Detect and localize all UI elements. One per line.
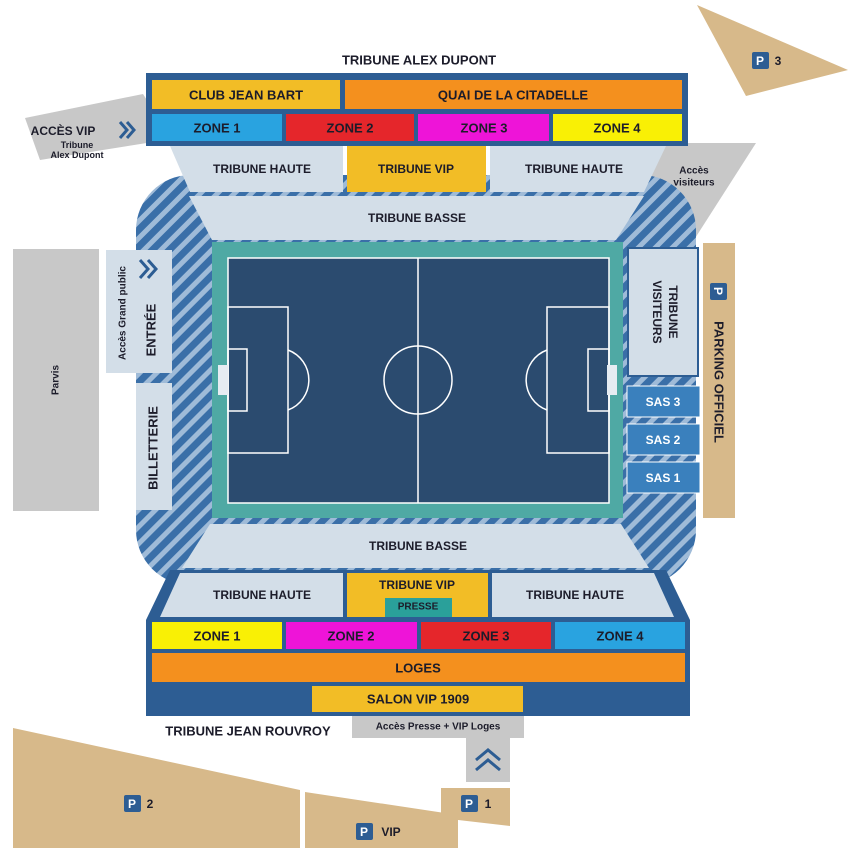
chevron-right-icon: [118, 121, 136, 139]
parking-3-label: P 3: [752, 52, 782, 69]
north-zone-2[interactable]: [286, 114, 414, 141]
svg-text:VISITEURS: VISITEURS: [650, 280, 664, 343]
goal-left: [218, 365, 228, 395]
svg-text:TRIBUNE: TRIBUNE: [666, 285, 680, 338]
svg-text:LOGES: LOGES: [395, 661, 441, 676]
chevron-right-icon: [138, 259, 159, 279]
pitch: [227, 257, 610, 504]
south-stand-title: TRIBUNE JEAN ROUVROY: [165, 724, 331, 739]
entree-label: ENTRÉE: [144, 303, 159, 356]
south-zone-1[interactable]: [152, 622, 282, 649]
parking-3-area[interactable]: [697, 5, 848, 96]
svg-text:VIP: VIP: [381, 825, 400, 839]
svg-text:TRIBUNE VIP: TRIBUNE VIP: [378, 162, 454, 176]
svg-text:2: 2: [147, 797, 154, 811]
svg-text:ZONE 2: ZONE 2: [328, 629, 375, 644]
parvis-area[interactable]: [13, 249, 99, 511]
south-tribune-haute-right[interactable]: [492, 573, 674, 617]
svg-text:Alex Dupont: Alex Dupont: [51, 150, 104, 160]
billetterie-label: BILLETTERIE: [146, 406, 161, 490]
south-zone-2[interactable]: [286, 622, 417, 649]
svg-text:TRIBUNE HAUTE: TRIBUNE HAUTE: [213, 162, 311, 176]
svg-text:SALON VIP 1909: SALON VIP 1909: [367, 692, 469, 707]
billetterie[interactable]: [136, 383, 172, 510]
parking-vip-label: P VIP: [356, 823, 401, 840]
goal-right: [607, 365, 617, 395]
acces-vip-path[interactable]: [25, 94, 172, 160]
north-zone-3[interactable]: [418, 114, 549, 141]
north-tribune-basse[interactable]: [189, 196, 644, 240]
svg-text:TRIBUNE HAUTE: TRIBUNE HAUTE: [526, 588, 624, 602]
p-icon: P: [360, 825, 368, 839]
svg-text:TRIBUNE HAUTE: TRIBUNE HAUTE: [213, 588, 311, 602]
parvis-label: Parvis: [51, 365, 62, 395]
svg-text:ZONE 3: ZONE 3: [463, 629, 510, 644]
svg-text:SAS 3: SAS 3: [646, 395, 681, 409]
svg-text:QUAI DE LA CITADELLE: QUAI DE LA CITADELLE: [438, 88, 589, 103]
svg-text:TRIBUNE HAUTE: TRIBUNE HAUTE: [525, 162, 623, 176]
acces-presse-vip-banner[interactable]: [352, 716, 524, 738]
chevron-up-icon: [475, 748, 501, 772]
parking-officiel-label: P PARKING OFFICIEL: [710, 283, 727, 443]
acces-presse-vip-label: Accès Presse + VIP Loges: [376, 722, 501, 733]
svg-text:ZONE 1: ZONE 1: [194, 121, 241, 136]
svg-text:TRIBUNE BASSE: TRIBUNE BASSE: [368, 211, 466, 225]
north-tribune-vip[interactable]: [347, 146, 486, 192]
svg-text:ZONE 1: ZONE 1: [194, 629, 241, 644]
svg-text:PRESSE: PRESSE: [398, 602, 439, 613]
svg-text:CLUB JEAN BART: CLUB JEAN BART: [189, 88, 303, 103]
sas-3[interactable]: [626, 385, 701, 418]
p-icon: P: [711, 287, 725, 295]
tribune-visiteurs[interactable]: [627, 247, 699, 377]
svg-text:PARKING OFFICIEL: PARKING OFFICIEL: [712, 321, 727, 443]
south-zone-4[interactable]: [555, 622, 685, 649]
p-icon: P: [465, 797, 473, 811]
svg-text:visiteurs: visiteurs: [673, 178, 715, 189]
parking-vip-area[interactable]: [305, 792, 458, 848]
acces-grand-public[interactable]: [106, 250, 172, 373]
loges[interactable]: [152, 653, 685, 682]
svg-text:ZONE 2: ZONE 2: [327, 121, 374, 136]
svg-text:TRIBUNE BASSE: TRIBUNE BASSE: [369, 539, 467, 553]
north-tribune-haute-left[interactable]: [170, 146, 343, 192]
sas-2[interactable]: [626, 423, 701, 456]
south-tribune-haute-left[interactable]: [160, 573, 343, 617]
north-stand-title: TRIBUNE ALEX DUPONT: [342, 53, 496, 68]
north-tribune-haute-right[interactable]: [490, 146, 666, 192]
svg-text:ZONE 4: ZONE 4: [597, 629, 645, 644]
svg-text:ZONE 4: ZONE 4: [594, 121, 642, 136]
parking-2-area[interactable]: [13, 728, 300, 848]
svg-text:SAS 1: SAS 1: [646, 471, 681, 485]
parking-1-label: P 1: [461, 795, 492, 812]
presse-box[interactable]: [385, 598, 452, 617]
south-tribune-basse[interactable]: [182, 524, 649, 568]
svg-text:TRIBUNE VIP: TRIBUNE VIP: [379, 578, 455, 592]
acces-grand-public-label: Accès Grand public: [118, 266, 129, 360]
south-zone-3[interactable]: [421, 622, 551, 649]
svg-text:ACCÈS VIP: ACCÈS VIP: [31, 123, 96, 138]
quai-de-la-citadelle[interactable]: [345, 80, 682, 109]
svg-text:ZONE 3: ZONE 3: [461, 121, 508, 136]
club-jean-bart[interactable]: [152, 80, 340, 109]
svg-text:1: 1: [485, 797, 492, 811]
sas-1[interactable]: [626, 461, 701, 494]
svg-text:3: 3: [775, 54, 782, 68]
p-icon: P: [756, 54, 764, 68]
svg-text:Accès: Accès: [679, 166, 709, 177]
svg-text:Tribune: Tribune: [61, 140, 94, 150]
salon-vip-1909[interactable]: [312, 686, 523, 712]
parking-2-label: P 2: [124, 795, 154, 812]
acces-vip-label: ACCÈS VIP Tribune Alex Dupont: [31, 121, 136, 160]
p-icon: P: [128, 797, 136, 811]
north-zone-1[interactable]: [152, 114, 282, 141]
north-zone-4[interactable]: [553, 114, 682, 141]
svg-text:SAS 2: SAS 2: [646, 433, 681, 447]
